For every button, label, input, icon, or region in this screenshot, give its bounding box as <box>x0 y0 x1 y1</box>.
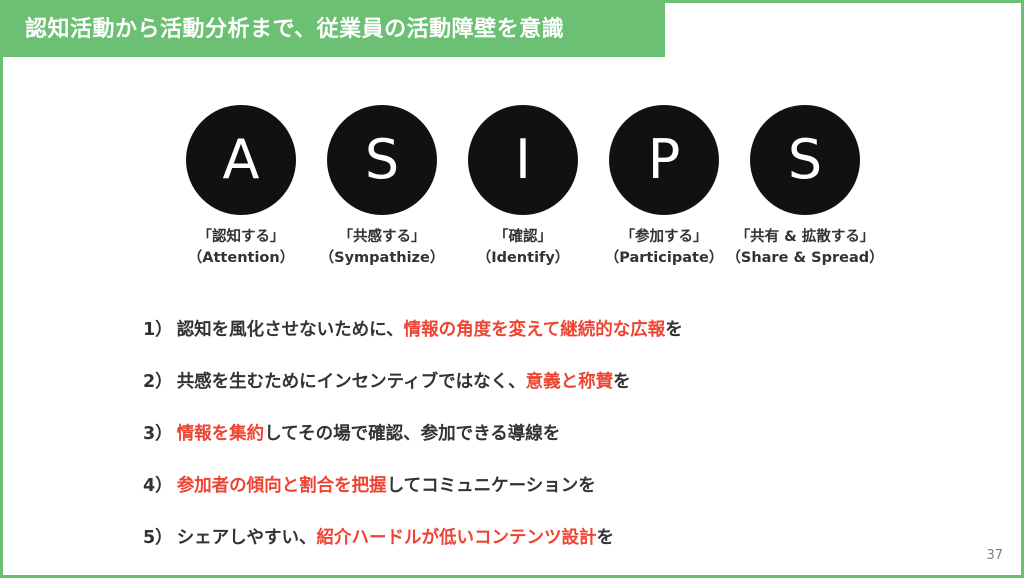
step-label-ja: 「確認」 <box>494 229 552 245</box>
step-letter-circle: S <box>327 105 437 215</box>
step-label-ja: 「共感する」 <box>338 229 426 245</box>
point-number: 1） <box>143 320 173 340</box>
step-letter-circle: A <box>186 105 296 215</box>
step-label-ja: 「認知する」 <box>197 229 285 245</box>
point-highlight: 情報の角度を変えて継続的な広報 <box>403 320 666 340</box>
point-text-tail: を <box>596 528 615 548</box>
point-text-tail: を <box>665 320 683 340</box>
point-number: 4） <box>143 476 173 496</box>
key-points-list: 1）認知を風化させないために、情報の角度を変えて継続的な広報を 2）共感を生むた… <box>143 315 1003 575</box>
point-number: 2） <box>143 372 173 392</box>
step-label-en: （Participate） <box>604 250 724 266</box>
step-label: 「共感する」 （Sympathize） <box>292 227 472 269</box>
key-point: 3）情報を集約してその場で確認、参加できる導線を <box>143 419 1003 471</box>
point-highlight: 意義と称賛 <box>525 372 614 392</box>
step-label-en: （Share & Spread） <box>726 250 884 266</box>
page-number: 37 <box>986 548 1003 563</box>
point-text-tail: してその場で確認、参加できる導線を <box>264 424 561 444</box>
step-sympathize: S 「共感する」 （Sympathize） <box>292 105 472 269</box>
step-share-spread: S 「共有 & 拡散する」 （Share & Spread） <box>715 105 895 269</box>
slide-title: 認知活動から活動分析まで、従業員の活動障壁を意識 <box>3 3 665 57</box>
asips-model: A 「認知する」 （Attention） S 「共感する」 （Sympathiz… <box>3 105 1021 275</box>
point-number: 3） <box>143 424 173 444</box>
key-point: 1）認知を風化させないために、情報の角度を変えて継続的な広報を <box>143 315 1003 367</box>
step-letter-circle: P <box>609 105 719 215</box>
point-text: 共感を生むためにインセンティブではなく、 <box>176 372 526 392</box>
point-highlight: 紹介ハードルが低いコンテンツ設計 <box>316 528 597 548</box>
step-label: 「参加する」 （Participate） <box>574 227 754 269</box>
key-point: 4）参加者の傾向と割合を把握してコミュニケーションを <box>143 471 1003 523</box>
step-letter-circle: S <box>750 105 860 215</box>
step-label: 「確認」 （Identify） <box>433 227 613 269</box>
point-number: 5） <box>143 528 173 548</box>
point-text: 認知を風化させないために、 <box>176 320 404 340</box>
step-label-en: （Sympathize） <box>319 250 445 266</box>
step-participate: P 「参加する」 （Participate） <box>574 105 754 269</box>
step-label-ja: 「参加する」 <box>620 229 708 245</box>
key-point: 5）シェアしやすい、紹介ハードルが低いコンテンツ設計を <box>143 523 1003 575</box>
step-label-en: （Attention） <box>187 250 295 266</box>
step-label: 「共有 & 拡散する」 （Share & Spread） <box>715 227 895 269</box>
step-attention: A 「認知する」 （Attention） <box>151 105 331 269</box>
key-point: 2）共感を生むためにインセンティブではなく、意義と称賛を <box>143 367 1003 419</box>
point-text-tail: を <box>613 372 631 392</box>
step-label-ja: 「共有 & 拡散する」 <box>735 229 875 245</box>
point-highlight: 参加者の傾向と割合を把握 <box>176 476 387 496</box>
point-text-tail: してコミュニケーションを <box>386 476 596 496</box>
step-letter-circle: I <box>468 105 578 215</box>
step-label: 「認知する」 （Attention） <box>151 227 331 269</box>
step-label-en: （Identify） <box>476 250 570 266</box>
step-identify: I 「確認」 （Identify） <box>433 105 613 269</box>
point-text: シェアしやすい、 <box>176 528 317 548</box>
point-highlight: 情報を集約 <box>176 424 265 444</box>
